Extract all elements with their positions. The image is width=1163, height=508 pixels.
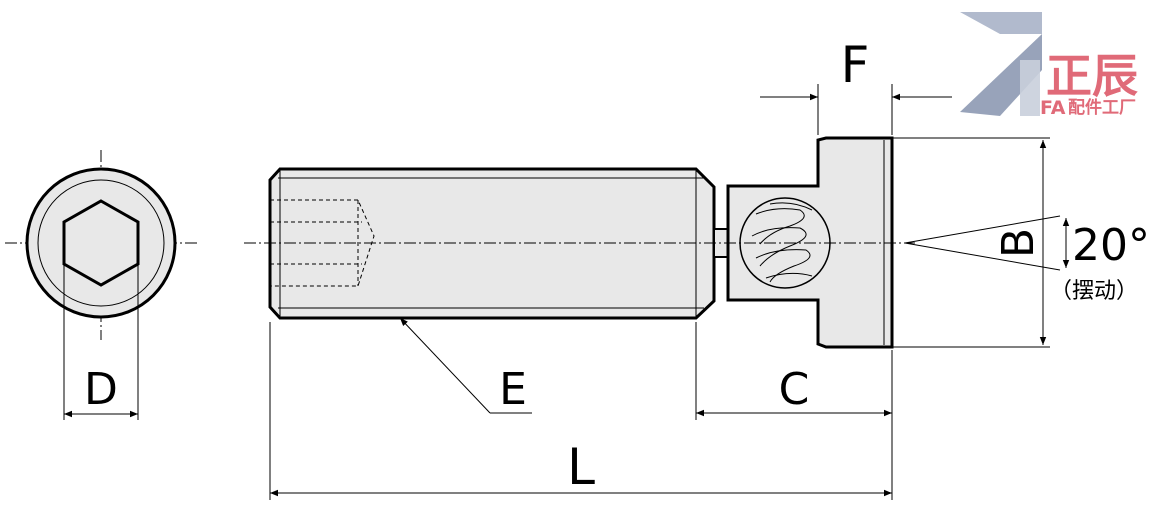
logo-fa-text: FA [1040, 97, 1066, 119]
brand-logo: 正辰 FA 配件工厂 [960, 12, 1138, 119]
hex-socket-shape [62, 199, 140, 287]
swivel-angle-line [904, 242, 1061, 271]
dimension-label-b: B [993, 228, 1044, 258]
dimension-label-e: E [499, 364, 527, 415]
end-view-inner-circle [37, 179, 165, 307]
hidden-socket-outline [270, 199, 375, 287]
dimension-label-f: F [841, 36, 870, 94]
end-view: D [5, 150, 198, 420]
dimension-label-angle: 20° [1072, 220, 1150, 271]
leader-line-e [399, 317, 491, 414]
swivel-note: （摆动） [1050, 279, 1138, 304]
side-view: 20° （摆动） B F E C L [244, 36, 1150, 500]
ball-hatching [751, 202, 813, 283]
logo-sub-text: 配件工厂 [1068, 97, 1136, 118]
swivel-angle-line [904, 215, 1061, 244]
logo-mark-shape [1020, 60, 1040, 116]
dimension-label-c: C [779, 364, 810, 415]
dimension-label-d: D [84, 364, 118, 415]
logo-mark-shape [960, 12, 1042, 34]
dimension-label-l: L [567, 438, 595, 496]
logo-main-text: 正辰 [1046, 49, 1138, 103]
logo-mark-shape [960, 34, 1042, 116]
